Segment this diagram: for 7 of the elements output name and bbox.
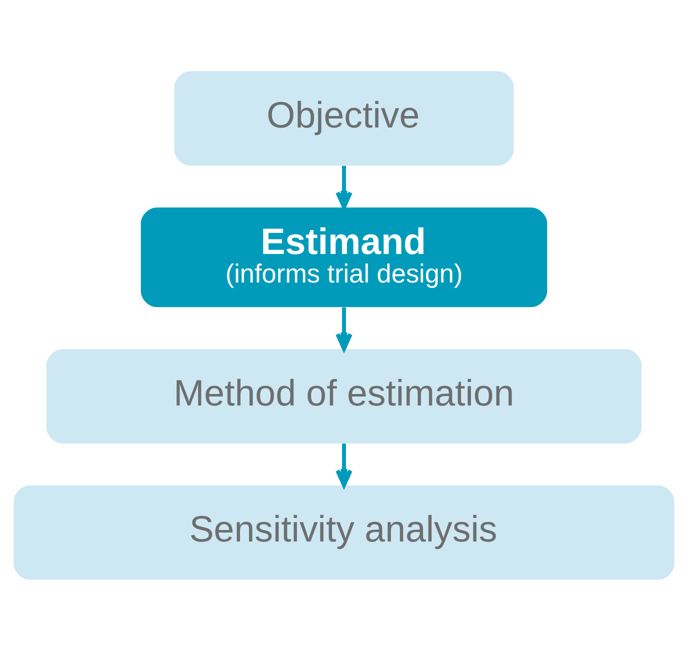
node-box: Sensitivity analysis — [14, 484, 674, 580]
arrow — [336, 306, 352, 350]
arrow — [336, 443, 352, 487]
arrow — [336, 165, 352, 209]
node-box: Method of estimation — [46, 348, 642, 443]
node-box: Estimand (informs trial design) — [140, 207, 548, 307]
node-box: Objective — [174, 70, 514, 166]
